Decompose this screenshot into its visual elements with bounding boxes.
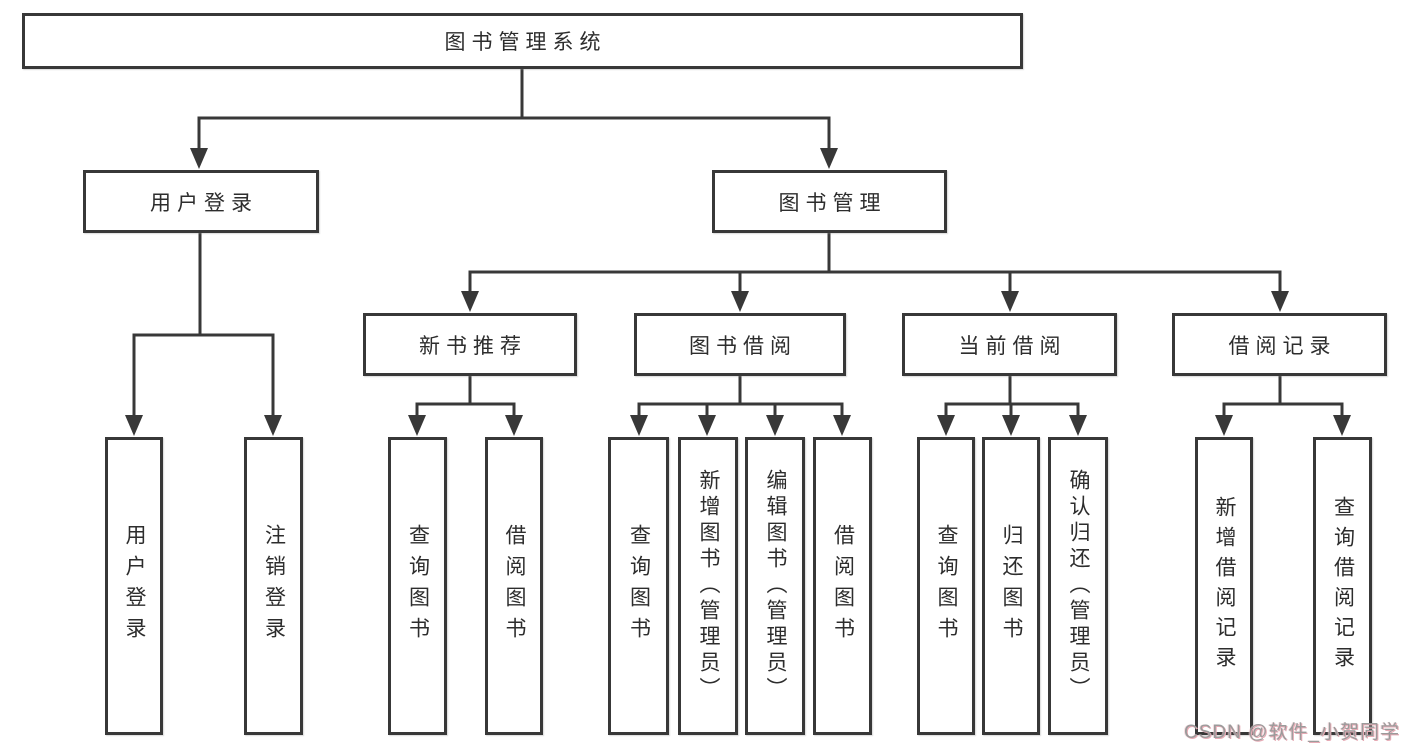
leaf-user-login: 用户登录: [105, 437, 163, 735]
node-book-management: 图书管理: [712, 170, 947, 233]
leaf-recommend-query-books: 查询图书: [388, 437, 447, 735]
node-system-root: 图书管理系统: [22, 13, 1023, 69]
node-new-book-recommend: 新书推荐: [363, 313, 577, 376]
node-user-login: 用户登录: [83, 170, 319, 233]
leaf-records-add-record: 新增借阅记录: [1195, 437, 1253, 735]
leaf-borrow-query-books: 查询图书: [608, 437, 669, 735]
arrowheads: [125, 148, 1351, 436]
leaf-current-confirm-return-admin: 确认归还（管理员）: [1048, 437, 1108, 735]
connector-paths: [132, 69, 1344, 421]
leaf-borrow-borrow-books: 借阅图书: [813, 437, 872, 735]
leaf-logout: 注销登录: [244, 437, 303, 735]
leaf-borrow-edit-books-admin: 编辑图书（管理员）: [745, 437, 805, 735]
leaf-current-query-books: 查询图书: [917, 437, 975, 735]
leaf-records-query-record: 查询借阅记录: [1313, 437, 1372, 735]
leaf-recommend-borrow-books: 借阅图书: [485, 437, 543, 735]
watermark: CSDN @软件_小贺同学: [1184, 722, 1400, 743]
node-book-borrow: 图书借阅: [634, 313, 846, 376]
node-borrow-records: 借阅记录: [1172, 313, 1387, 376]
leaf-borrow-add-books-admin: 新增图书（管理员）: [678, 437, 738, 735]
node-current-borrow: 当前借阅: [902, 313, 1117, 376]
leaf-current-return-books: 归还图书: [982, 437, 1040, 735]
